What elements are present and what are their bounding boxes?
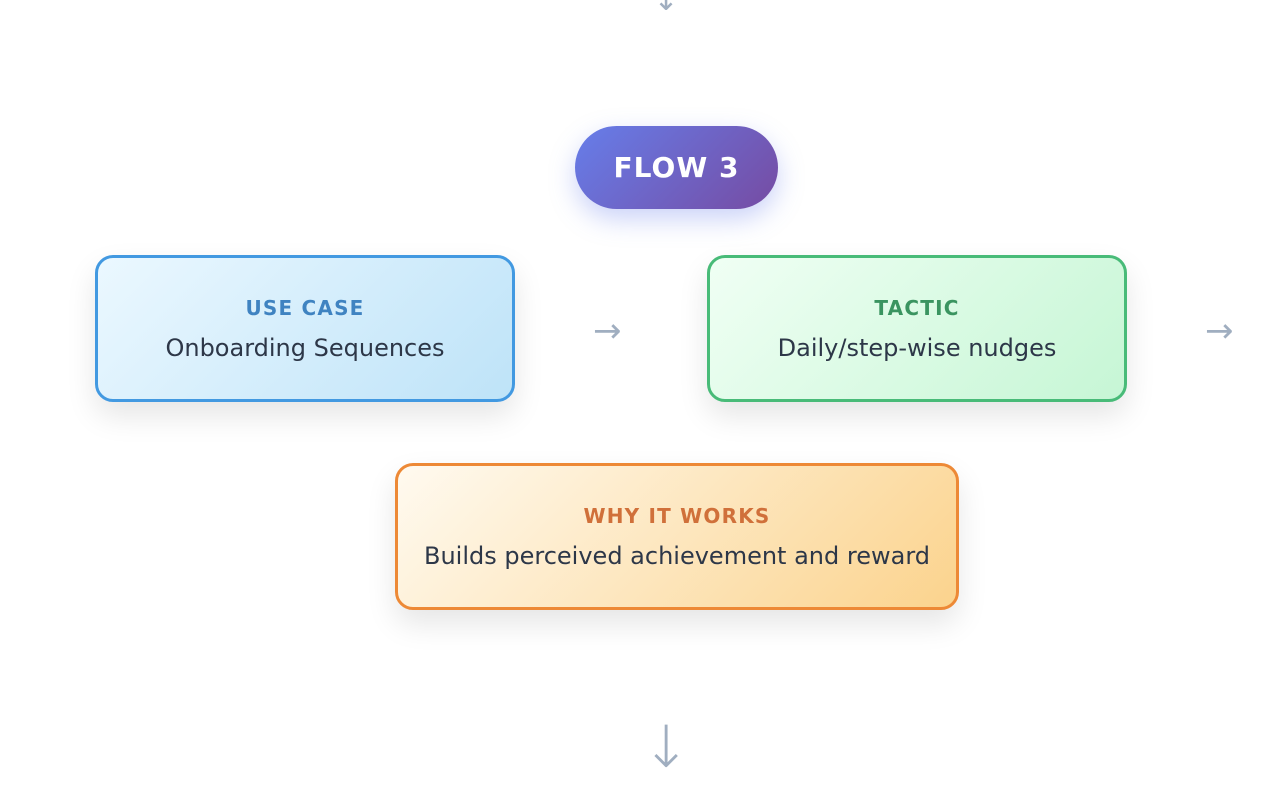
use-case-card: USE CASE Onboarding Sequences (95, 255, 515, 402)
flow-title: FLOW 3 (613, 151, 740, 184)
flow-title-badge: FLOW 3 (575, 126, 778, 209)
tactic-label: TACTIC (874, 295, 960, 320)
why-it-works-label: WHY IT WORKS (583, 503, 771, 528)
why-it-works-value: Builds perceived achievement and reward (424, 541, 930, 570)
bottom-arrow-down-icon: ↓ (641, 713, 691, 781)
tactic-card: TACTIC Daily/step-wise nudges (707, 255, 1127, 402)
tactic-value: Daily/step-wise nudges (777, 333, 1057, 362)
why-it-works-card: WHY IT WORKS Builds perceived achievemen… (395, 463, 959, 610)
right-arrow-icon-2: → (1205, 311, 1234, 351)
top-arrow-down-icon: ↓ (653, 0, 679, 18)
use-case-label: USE CASE (245, 295, 365, 320)
use-case-value: Onboarding Sequences (165, 333, 445, 362)
right-arrow-icon: → (593, 311, 622, 351)
